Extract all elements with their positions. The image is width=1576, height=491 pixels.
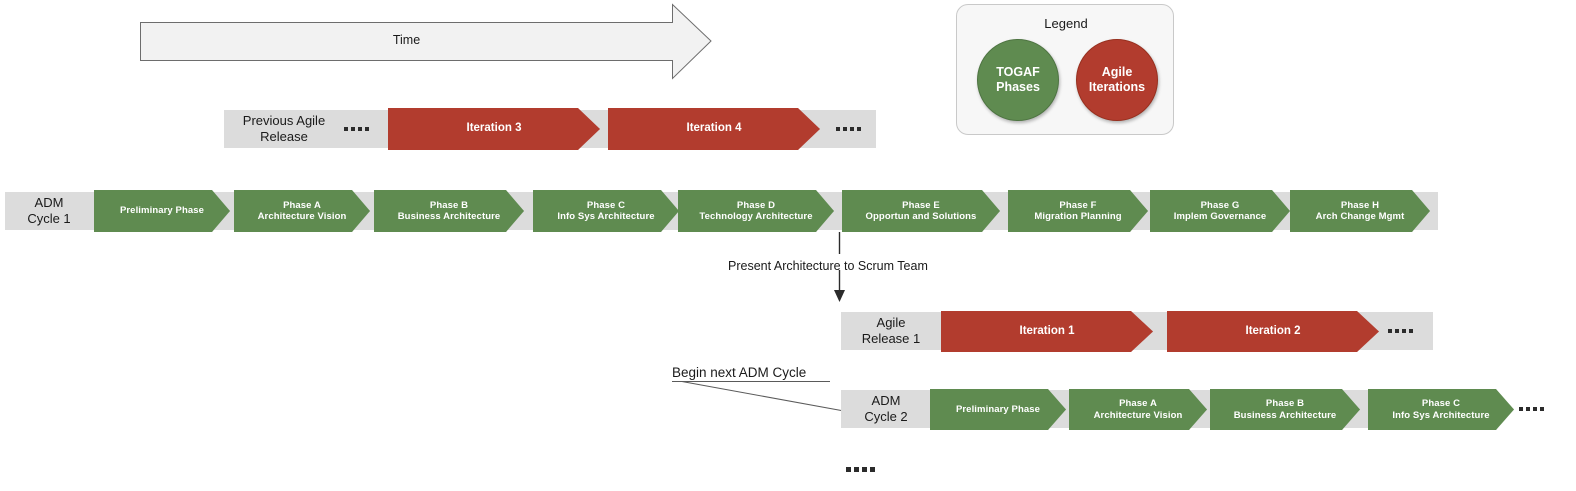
adm1-phase-h-line2: Arch Change Mgmt bbox=[1315, 211, 1405, 222]
legend-togaf-line2: Phases bbox=[996, 80, 1040, 94]
adm2-phase-c-line1: Phase C bbox=[1421, 398, 1461, 410]
adm1-phase-g-line1: Phase G bbox=[1200, 199, 1240, 211]
adm1-phase-e-line1: Phase E bbox=[902, 199, 940, 211]
adm-cycle-2-trailing-dots bbox=[1519, 407, 1544, 411]
iteration-1-chevron[interactable]: Iteration 1 bbox=[941, 311, 1153, 352]
previous-agile-release-label-line2: Release bbox=[260, 129, 308, 144]
adm1-phase-c-chevron[interactable]: Phase C Info Sys Architecture bbox=[533, 190, 679, 232]
iteration-3-chevron[interactable]: Iteration 3 bbox=[388, 108, 600, 150]
adm1-phase-preliminary-chevron[interactable]: Preliminary Phase bbox=[94, 190, 230, 232]
adm1-phase-f-chevron[interactable]: Phase F Migration Planning bbox=[1008, 190, 1148, 232]
time-arrow: Time bbox=[140, 2, 712, 80]
iteration-1-label: Iteration 1 bbox=[1019, 324, 1075, 337]
legend-agile-line2: Iterations bbox=[1088, 80, 1146, 94]
legend-agile-iterations-circle: Agile Iterations bbox=[1076, 39, 1158, 121]
agile-release-1-label-line1: Agile bbox=[876, 315, 906, 331]
time-arrow-label: Time bbox=[392, 33, 421, 47]
adm-cycle-2-label: ADM Cycle 2 bbox=[844, 390, 928, 428]
adm1-phase-e-line2: Opportun and Solutions bbox=[865, 211, 977, 222]
adm1-phase-a-chevron[interactable]: Phase A Architecture Vision bbox=[234, 190, 370, 232]
adm1-phase-a-line1: Phase A bbox=[283, 199, 321, 211]
agile-release-1-label-line2: Release 1 bbox=[861, 331, 921, 346]
begin-next-adm-cycle-label: Begin next ADM Cycle bbox=[672, 365, 807, 380]
time-arrow-shape bbox=[140, 3, 712, 80]
adm1-phase-h-chevron[interactable]: Phase H Arch Change Mgmt bbox=[1290, 190, 1430, 232]
iteration-2-label: Iteration 2 bbox=[1245, 324, 1301, 337]
previous-agile-release-label-line1: Previous Agile bbox=[242, 113, 326, 129]
adm2-phase-preliminary-line1: Preliminary Phase bbox=[955, 403, 1041, 415]
adm1-phase-b-line2: Business Architecture bbox=[397, 211, 501, 222]
continuation-dots bbox=[846, 467, 875, 472]
present-architecture-label: Present Architecture to Scrum Team bbox=[728, 259, 928, 273]
adm2-phase-a-line2: Architecture Vision bbox=[1093, 409, 1183, 421]
agile-release-1-label: Agile Release 1 bbox=[845, 312, 937, 350]
adm2-phase-b-line1: Phase B bbox=[1265, 398, 1305, 410]
adm1-phase-h-line1: Phase H bbox=[1340, 199, 1380, 211]
present-architecture-connector bbox=[700, 232, 1030, 304]
adm1-phase-c-line2: Info Sys Architecture bbox=[557, 211, 655, 222]
previous-release-trailing-dots bbox=[836, 127, 861, 131]
legend-togaf-line1: TOGAF bbox=[996, 65, 1040, 80]
adm1-phase-b-chevron[interactable]: Phase B Business Architecture bbox=[374, 190, 524, 232]
adm1-phase-d-chevron[interactable]: Phase D Technology Architecture bbox=[678, 190, 834, 232]
iteration-4-label: Iteration 4 bbox=[686, 122, 742, 135]
legend-togaf-phases-circle: TOGAF Phases bbox=[977, 39, 1059, 121]
adm1-phase-preliminary-line1: Preliminary Phase bbox=[119, 205, 205, 217]
previous-agile-release-label: Previous Agile Release bbox=[228, 110, 340, 148]
adm1-phase-g-line2: Implem Governance bbox=[1173, 211, 1267, 222]
adm2-phase-a-line1: Phase A bbox=[1119, 398, 1157, 410]
adm1-phase-f-line2: Migration Planning bbox=[1034, 211, 1122, 222]
adm2-phase-preliminary-chevron[interactable]: Preliminary Phase bbox=[930, 389, 1066, 430]
adm2-phase-b-line2: Business Architecture bbox=[1233, 409, 1337, 421]
adm-cycle-2-label-line2: Cycle 2 bbox=[864, 409, 908, 424]
adm-cycle-2-label-line1: ADM bbox=[871, 393, 901, 409]
begin-next-leader-shape bbox=[672, 381, 845, 412]
adm1-phase-b-line1: Phase B bbox=[429, 199, 469, 211]
legend-box: Legend TOGAF Phases Agile Iterations bbox=[956, 4, 1174, 135]
adm-cycle-1-label-line1: ADM bbox=[34, 195, 64, 211]
adm1-phase-c-line1: Phase C bbox=[586, 199, 626, 211]
iteration-2-chevron[interactable]: Iteration 2 bbox=[1167, 311, 1379, 352]
previous-release-leading-dots bbox=[344, 127, 369, 131]
iteration-4-chevron[interactable]: Iteration 4 bbox=[608, 108, 820, 150]
adm1-phase-f-line1: Phase F bbox=[1059, 199, 1097, 211]
legend-title: Legend bbox=[1044, 16, 1088, 31]
adm1-phase-e-chevron[interactable]: Phase E Opportun and Solutions bbox=[842, 190, 1000, 232]
iteration-3-label: Iteration 3 bbox=[466, 122, 522, 135]
legend-agile-line1: Agile bbox=[1101, 65, 1133, 80]
adm2-phase-b-chevron[interactable]: Phase B Business Architecture bbox=[1210, 389, 1360, 430]
adm2-phase-a-chevron[interactable]: Phase A Architecture Vision bbox=[1069, 389, 1207, 430]
adm-cycle-1-label: ADM Cycle 1 bbox=[8, 192, 90, 230]
adm1-phase-g-chevron[interactable]: Phase G Implem Governance bbox=[1150, 190, 1290, 232]
present-architecture-arrow-shape bbox=[834, 232, 845, 302]
adm1-phase-a-line2: Architecture Vision bbox=[257, 211, 347, 222]
adm1-phase-d-line2: Technology Architecture bbox=[699, 211, 813, 222]
adm2-phase-c-line2: Info Sys Architecture bbox=[1392, 409, 1490, 421]
agile-release-1-trailing-dots bbox=[1388, 329, 1413, 333]
begin-next-adm-cycle-leader-line bbox=[672, 381, 852, 413]
adm-cycle-1-label-line2: Cycle 1 bbox=[27, 211, 71, 226]
adm1-phase-d-line1: Phase D bbox=[736, 199, 776, 211]
adm2-phase-c-chevron[interactable]: Phase C Info Sys Architecture bbox=[1368, 389, 1514, 430]
